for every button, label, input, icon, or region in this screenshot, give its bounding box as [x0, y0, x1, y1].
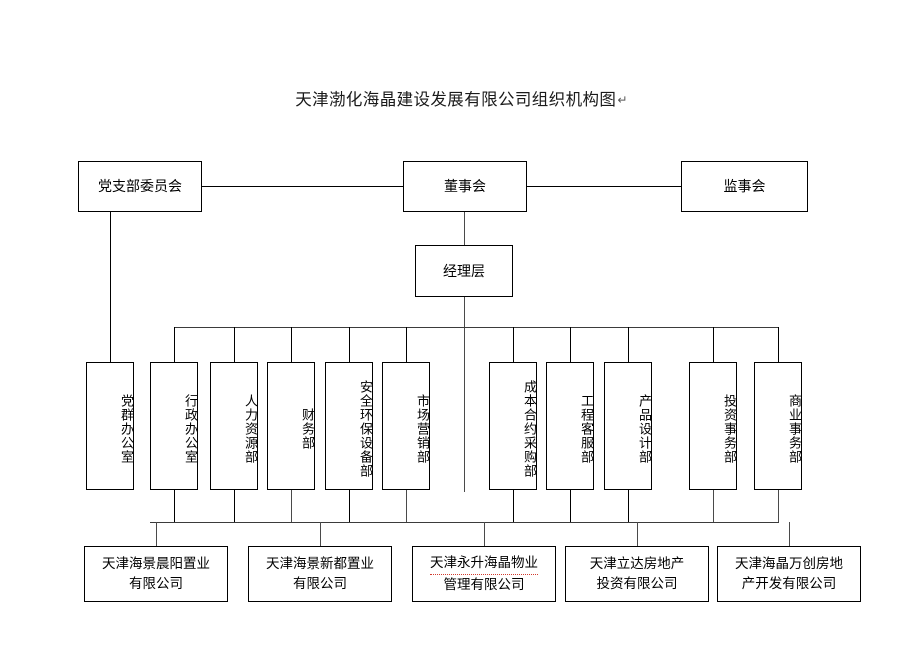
node-subsidiary-lida-real-estate-line2: 投资有限公司 [596, 576, 678, 591]
node-party-office-label: 党群办公室 [119, 394, 134, 464]
node-subsidiary-haijing-wanchuang-line2: 产开发有限公司 [741, 576, 837, 591]
node-subsidiary-haijing-chenyang[interactable]: 天津海景晨阳置业 有限公司 [84, 546, 228, 602]
node-department-product-design-label: 产品设计部 [637, 394, 652, 464]
node-subsidiary-haijing-wanchuang[interactable]: 天津海晶万创房地 产开发有限公司 [717, 546, 861, 602]
connector-subsidiary-3 [484, 522, 485, 546]
connector-party-to-party-office [110, 212, 111, 362]
connector-subsidiary-2 [320, 522, 321, 546]
connector-board-to-supervisors [527, 186, 681, 187]
node-department-commercial-affairs-label: 商业事务部 [787, 394, 802, 464]
connector-dept-2 [234, 327, 235, 362]
departments-bus [174, 327, 779, 328]
node-department-investment-affairs[interactable]: 投资事务部 [689, 362, 737, 490]
connector-dept-6-down [513, 490, 514, 522]
node-party-committee-label: 党支部委员会 [98, 178, 182, 195]
node-department-cost-contract-procurement[interactable]: 成本合约采购部 [489, 362, 537, 490]
connector-subsidiary-5 [789, 522, 790, 546]
node-subsidiary-yongsheng-haijing-property-line2: 管理有限公司 [443, 577, 525, 592]
connector-manager-trunk [464, 297, 465, 492]
connector-dept-1-down [174, 490, 175, 522]
node-department-safety-environment-equipment[interactable]: 安全环保设备部 [325, 362, 373, 490]
node-manager-layer-label: 经理层 [443, 262, 485, 279]
node-party-committee[interactable]: 党支部委员会 [78, 161, 202, 212]
connector-dept-5-down [406, 490, 407, 522]
node-department-administration-label: 行政办公室 [183, 394, 198, 464]
node-subsidiary-haijing-xindu[interactable]: 天津海景新都置业 有限公司 [248, 546, 392, 602]
connector-board-to-manager [464, 212, 465, 245]
connector-dept-1 [174, 327, 175, 362]
node-board-of-directors[interactable]: 董事会 [403, 161, 527, 212]
node-department-marketing[interactable]: 市场营销部 [382, 362, 430, 490]
connector-dept-6 [513, 327, 514, 362]
node-department-engineering-customer-service[interactable]: 工程客服部 [546, 362, 594, 490]
node-manager-layer[interactable]: 经理层 [415, 245, 513, 297]
connector-dept-5 [406, 327, 407, 362]
connector-dept-7-down [570, 490, 571, 522]
node-subsidiary-yongsheng-haijing-property[interactable]: 天津永升海晶物业 管理有限公司 [412, 546, 556, 602]
node-subsidiary-haijing-xindu-line2: 有限公司 [293, 576, 347, 591]
subsidiaries-bus [150, 522, 779, 523]
node-department-marketing-label: 市场营销部 [415, 394, 430, 464]
connector-subsidiary-4 [637, 522, 638, 546]
page-title-text: 天津渤化海晶建设发展有限公司组织机构图 [295, 91, 617, 109]
node-department-engineering-customer-service-label: 工程客服部 [579, 394, 594, 464]
connector-dept-10-down [778, 490, 779, 522]
connector-dept-10 [778, 327, 779, 362]
connector-dept-2-down [234, 490, 235, 522]
node-department-product-design[interactable]: 产品设计部 [604, 362, 652, 490]
node-department-administration[interactable]: 行政办公室 [150, 362, 198, 490]
connector-dept-8-down [628, 490, 629, 522]
connector-dept-7 [570, 327, 571, 362]
connector-dept-3 [291, 327, 292, 362]
node-department-cost-contract-procurement-label: 成本合约采购部 [522, 380, 537, 478]
node-subsidiary-lida-real-estate-line1: 天津立达房地产 [589, 556, 685, 572]
node-department-finance-label: 财务部 [300, 408, 315, 450]
node-board-of-supervisors[interactable]: 监事会 [681, 161, 808, 212]
connector-dept-8 [628, 327, 629, 362]
node-subsidiary-haijing-xindu-line1: 天津海景新都置业 [266, 556, 374, 572]
connector-subsidiary-1 [156, 522, 157, 546]
node-department-investment-affairs-label: 投资事务部 [722, 394, 737, 464]
connector-dept-9-down [713, 490, 714, 522]
node-department-human-resources-label: 人力资源部 [243, 394, 258, 464]
node-party-office[interactable]: 党群办公室 [86, 362, 134, 490]
node-subsidiary-haijing-wanchuang-line1: 天津海晶万创房地 [735, 556, 843, 572]
paragraph-mark-icon: ↵ [617, 93, 628, 107]
node-department-safety-environment-equipment-label: 安全环保设备部 [358, 380, 373, 478]
page-title: 天津渤化海晶建设发展有限公司组织机构图↵ [0, 86, 923, 110]
node-subsidiary-lida-real-estate[interactable]: 天津立达房地产 投资有限公司 [565, 546, 709, 602]
node-department-human-resources[interactable]: 人力资源部 [210, 362, 258, 490]
node-board-of-directors-label: 董事会 [444, 178, 486, 195]
node-subsidiary-haijing-chenyang-line1: 天津海景晨阳置业 [102, 556, 210, 572]
node-subsidiary-haijing-chenyang-line2: 有限公司 [129, 576, 183, 591]
connector-dept-3-down [291, 490, 292, 522]
node-subsidiary-yongsheng-haijing-property-line1: 天津永升海晶物业 [430, 553, 538, 575]
node-board-of-supervisors-label: 监事会 [723, 178, 766, 195]
node-department-finance[interactable]: 财务部 [267, 362, 315, 490]
node-department-commercial-affairs[interactable]: 商业事务部 [754, 362, 802, 490]
connector-dept-9 [713, 327, 714, 362]
connector-dept-4-down [349, 490, 350, 522]
connector-dept-4 [349, 327, 350, 362]
connector-party-to-board [202, 186, 403, 187]
